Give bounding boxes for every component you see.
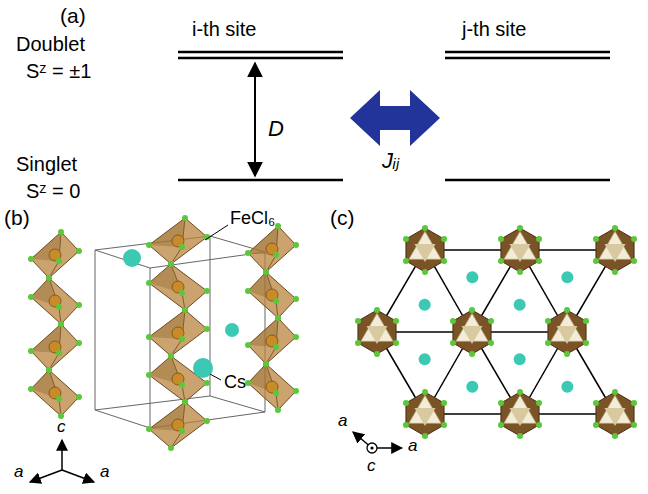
exchange-arrow [350,90,440,146]
level-label: Singlet [16,153,77,176]
unit-cell [95,236,265,428]
cs-atom [193,358,213,378]
out-of-plane-axis [370,446,373,449]
cs-atom [225,323,239,337]
axis-arrow [62,470,94,482]
octahedra-chain [146,215,210,451]
panel-label: (a) [60,4,86,28]
site-label: j-th site [462,18,526,41]
level-label: Doublet [16,33,85,56]
exchange-label: Jᵢⱼ [382,148,400,173]
axis-label: c [57,417,66,437]
axis-label: a [408,436,417,456]
doublet-level [445,51,610,54]
atom-label: FeCl₆ [230,208,275,229]
leader-line [205,225,228,240]
doublet-level [445,57,610,60]
axis-label: a [14,462,23,482]
gap-label: D [268,116,284,141]
axis-arrow [61,440,63,470]
leader-line [210,374,221,380]
spin-label: Sᶻ = 0 [26,180,80,203]
octahedra-chain [28,229,82,419]
spin-label: Sᶻ = ±1 [26,60,91,83]
doublet-level [178,51,343,54]
triangular-lattice [355,225,637,439]
octahedra-chain [245,223,299,413]
doublet-level [178,57,343,60]
panel-label: (b) [4,206,30,230]
singlet-level [178,179,343,182]
atom-label: Cs [224,372,246,393]
cs-atom [123,249,141,267]
axis-arrow [30,470,62,482]
axis-label: a [338,411,347,431]
panel-label: (c) [330,206,355,230]
axis-label: c [367,456,376,476]
gap-arrow [254,63,256,176]
axis-label: a [100,462,109,482]
singlet-level [445,179,610,182]
site-label: i-th site [192,18,256,41]
out-of-plane-axis [367,443,377,453]
